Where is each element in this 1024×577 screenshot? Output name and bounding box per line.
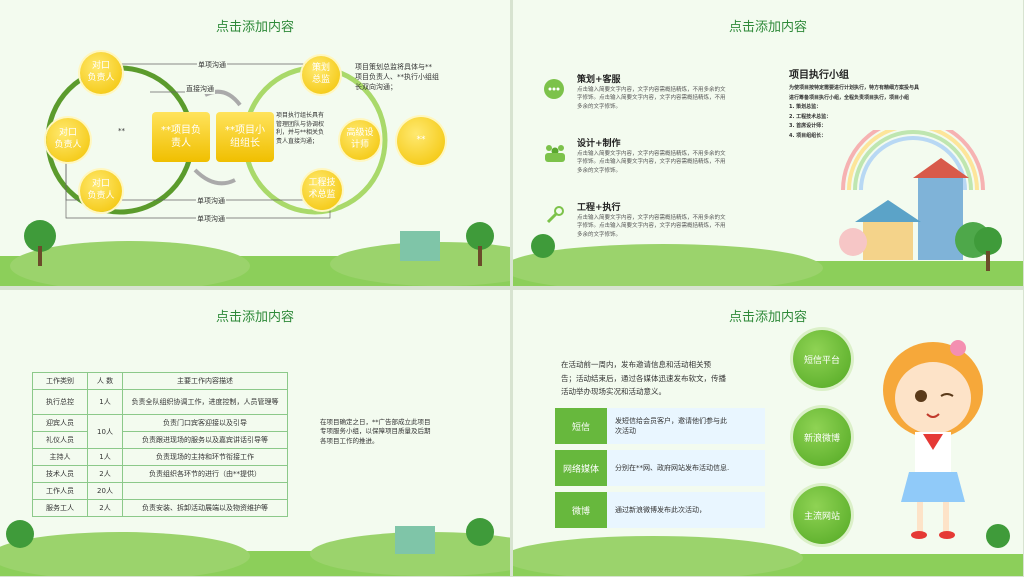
people-icon (545, 145, 565, 162)
col-header: 主要工作内容描述 (122, 372, 288, 390)
channel-text: 分别在**网、政府网站发布活动信息. (615, 463, 730, 472)
landscape-illustration (513, 524, 1023, 576)
cell: 10人 (87, 414, 123, 449)
cell: 礼仪人员 (32, 431, 88, 449)
channel-text: 发短信给会员客户，邀请他们参与此 次活动 (615, 416, 727, 436)
channel-text: 通过新浪微博发布此次活动， (615, 505, 706, 514)
team-lead-box[interactable]: **项目小 组组长 (216, 112, 274, 162)
node-top-contact[interactable]: 对口 负责人 (80, 52, 122, 94)
cell: 负责门口宾客迎接以及引导 (122, 414, 288, 432)
exec-team-title[interactable]: 项目执行小组 (789, 70, 849, 81)
group-text-1[interactable]: 点击输入简要文字内容，文字内容需概括精炼，不用多余的文字修饰。点击输入简要文字内… (577, 87, 726, 110)
group-text-3[interactable]: 点击输入简要文字内容，文字内容需概括精炼，不用多余的文字修饰。点击输入简要文字内… (577, 215, 726, 238)
landscape-illustration (513, 227, 1023, 286)
group-heading-1[interactable]: 策划+客服 (577, 75, 621, 85)
cell: 技术人员 (32, 465, 88, 483)
slide-title[interactable]: 点击添加内容 (728, 310, 807, 325)
node-left-contact[interactable]: 对口 负责人 (46, 118, 90, 162)
channel-row[interactable]: 微博 通过新浪微博发布此次活动， (555, 492, 765, 528)
note-plan[interactable]: 项目策划总监将具体与** 项目负责人、**执行小组组 长双向沟通； (355, 63, 439, 92)
label-one-way-bottom-2: 单项沟通 (196, 214, 226, 224)
chat-icon (544, 79, 564, 99)
group-heading-2[interactable]: 设计+制作 (577, 139, 621, 149)
slide-title[interactable]: 点击添加内容 (215, 310, 294, 325)
channel-tag: 网络媒体 (555, 450, 607, 486)
girl-illustration (883, 340, 983, 539)
label-one-way-bottom-1: 单项沟通 (196, 196, 226, 206)
channel-tag: 短信 (555, 408, 607, 444)
col-header: 人 数 (87, 372, 123, 390)
media-intro[interactable]: 在活动前一周内，发布邀请信息和活动相关预 告；活动结束后，通过各媒体迅速发布软文… (561, 360, 726, 396)
cell: 执行总控 (32, 389, 88, 415)
project-lead-box[interactable]: **项目负 责人 (152, 112, 210, 162)
cell: 负责跟进现场的服务以及嘉宾讲话引导等 (122, 431, 288, 449)
channel-tag: 微博 (555, 492, 607, 528)
node-senior-designer[interactable]: 高级设 计师 (340, 120, 380, 160)
slide-title[interactable]: 点击添加内容 (215, 20, 294, 35)
label-one-way-top: 单项沟通 (197, 60, 227, 70)
team-note[interactable]: 在项目确定之日，**广告部成立此项目 专项服务小组，以保障项目质量及后期 各项目… (320, 418, 431, 445)
col-header: 工作类别 (32, 372, 88, 390)
node-bottom-contact[interactable]: 对口 负责人 (80, 170, 122, 212)
group-text-2[interactable]: 点击输入简要文字内容，文字内容需概括精炼，不用多余的文字修饰。点击输入简要文字内… (577, 151, 726, 174)
left-marker: ** (118, 127, 125, 135)
cell: 负责全队组织协调工作，进度控制，人员管理等 (122, 389, 288, 415)
channel-circle-weibo[interactable]: 新浪微博 (793, 408, 851, 466)
cell: 负责现场的主持和环节衔接工作 (122, 448, 288, 466)
cell: 负责组织各环节的进行（由**提供） (122, 465, 288, 483)
channel-circle-web[interactable]: 主流网站 (793, 486, 851, 544)
node-plan-director[interactable]: 策划 总监 (302, 56, 340, 94)
cell: 2人 (87, 465, 123, 483)
slide-1[interactable]: 点击添加内容 对口 负责人 对口 负责人 ** 对口 负责人 **项目负 责人 … (0, 0, 510, 286)
node-right[interactable]: ** (397, 117, 445, 165)
exec-team-text[interactable]: 为使项目按特定需要进行计划执行，特方有精细方案投与具 进行筹备项目执行小组，全程… (789, 85, 920, 139)
cell: 1人 (87, 448, 123, 466)
cell: 主持人 (32, 448, 88, 466)
table-header-row: 工作类别 人 数 主要工作内容描述 (32, 372, 288, 390)
cell: 迎宾人员 (32, 414, 88, 432)
table-row[interactable]: 礼仪人员 负责跟进现场的服务以及嘉宾讲话引导等 (32, 431, 288, 449)
wrench-icon (546, 206, 564, 224)
slide-4[interactable]: 点击添加内容 在活动前一周内，发布邀请信息和活动相关预 告；活动结束后，通过各媒… (513, 290, 1023, 576)
landscape-illustration (0, 518, 510, 576)
cell: 负责安装、拆卸活动展端以及物资维护等 (122, 499, 288, 517)
note-team[interactable]: 项目执行组长具有 管理团队与协调权 利，并与**相关负 责人直接沟通； (276, 112, 325, 146)
slide-2[interactable]: 点击添加内容 策划+客服 点击输入简要文字内容，文字内容需概括精炼，不用多余的文… (513, 0, 1023, 286)
channel-row[interactable]: 网络媒体 分别在**网、政府网站发布活动信息. (555, 450, 765, 486)
channel-row[interactable]: 短信 发短信给会员客户，邀请他们参与此 次活动 (555, 408, 765, 444)
slide-title[interactable]: 点击添加内容 (728, 20, 807, 35)
label-direct: 直接沟通 (185, 84, 215, 94)
group-heading-3[interactable]: 工程+执行 (577, 203, 621, 213)
node-tech-director[interactable]: 工程技 术总监 (302, 170, 342, 210)
house-rainbow-illustration (839, 130, 991, 260)
landscape-illustration (0, 220, 510, 286)
cell: 1人 (87, 389, 123, 415)
channel-circle-sms[interactable]: 短信平台 (793, 330, 851, 388)
